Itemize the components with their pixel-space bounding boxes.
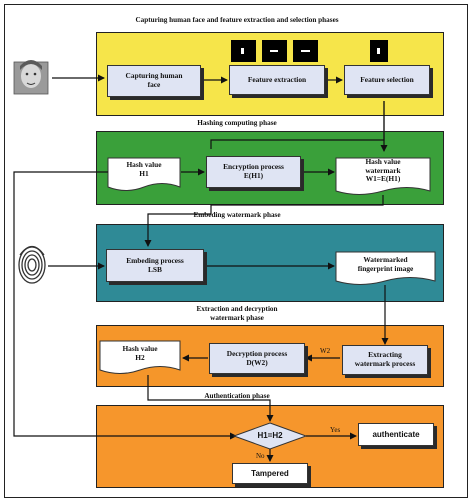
hash-h2-doc bbox=[99, 340, 181, 374]
tampered-box: Tampered bbox=[232, 463, 308, 484]
authenticate-box: authenticate bbox=[358, 423, 434, 446]
phase-title-capture: Capturing human face and feature extract… bbox=[135, 16, 339, 24]
watermarked-image-label: Watermarked fingerprint image bbox=[357, 255, 414, 273]
phase-title-extraction: Extraction and decryption watermark phas… bbox=[196, 305, 278, 322]
face-photo-icon bbox=[13, 60, 49, 95]
watermarked-image-doc bbox=[335, 251, 436, 285]
decision-label: H1=H2 bbox=[257, 431, 283, 440]
hash-watermark-doc bbox=[335, 157, 431, 195]
hash-h1-doc bbox=[107, 157, 181, 191]
phase-title-embedding: Embeding watermark phase bbox=[193, 211, 281, 219]
extracting-watermark-box: Extracting watermark process bbox=[342, 345, 428, 375]
encryption-box: Encryption process E(H1) bbox=[206, 156, 301, 188]
decryption-box: Decryption process D(W2) bbox=[209, 343, 305, 374]
hash-watermark-label: Hash value watermark W1=E(H1) bbox=[365, 157, 401, 184]
edge-label-yes: Yes bbox=[330, 426, 341, 434]
edge-label-w2: W2 bbox=[320, 347, 331, 355]
edge-label-no: No bbox=[256, 452, 265, 460]
phase-title-hashing: Hashing computing phase bbox=[197, 119, 277, 127]
feature-extraction-box: Feature extraction bbox=[229, 65, 325, 95]
hash-h1-label: Hash value H1 bbox=[126, 160, 162, 178]
fingerprint-icon bbox=[18, 245, 46, 284]
phase-title-authentication: Authentication phase bbox=[204, 392, 270, 400]
feature-selection-box: Feature selection bbox=[344, 65, 430, 95]
feature-thumbnail-icons bbox=[231, 40, 388, 62]
embedding-lsb-box: Embeding process LSB bbox=[106, 249, 204, 282]
hash-h2-label: Hash value H2 bbox=[122, 344, 158, 362]
diagram-frame bbox=[4, 4, 468, 498]
capture-face-box: Capturing human face bbox=[107, 65, 201, 97]
